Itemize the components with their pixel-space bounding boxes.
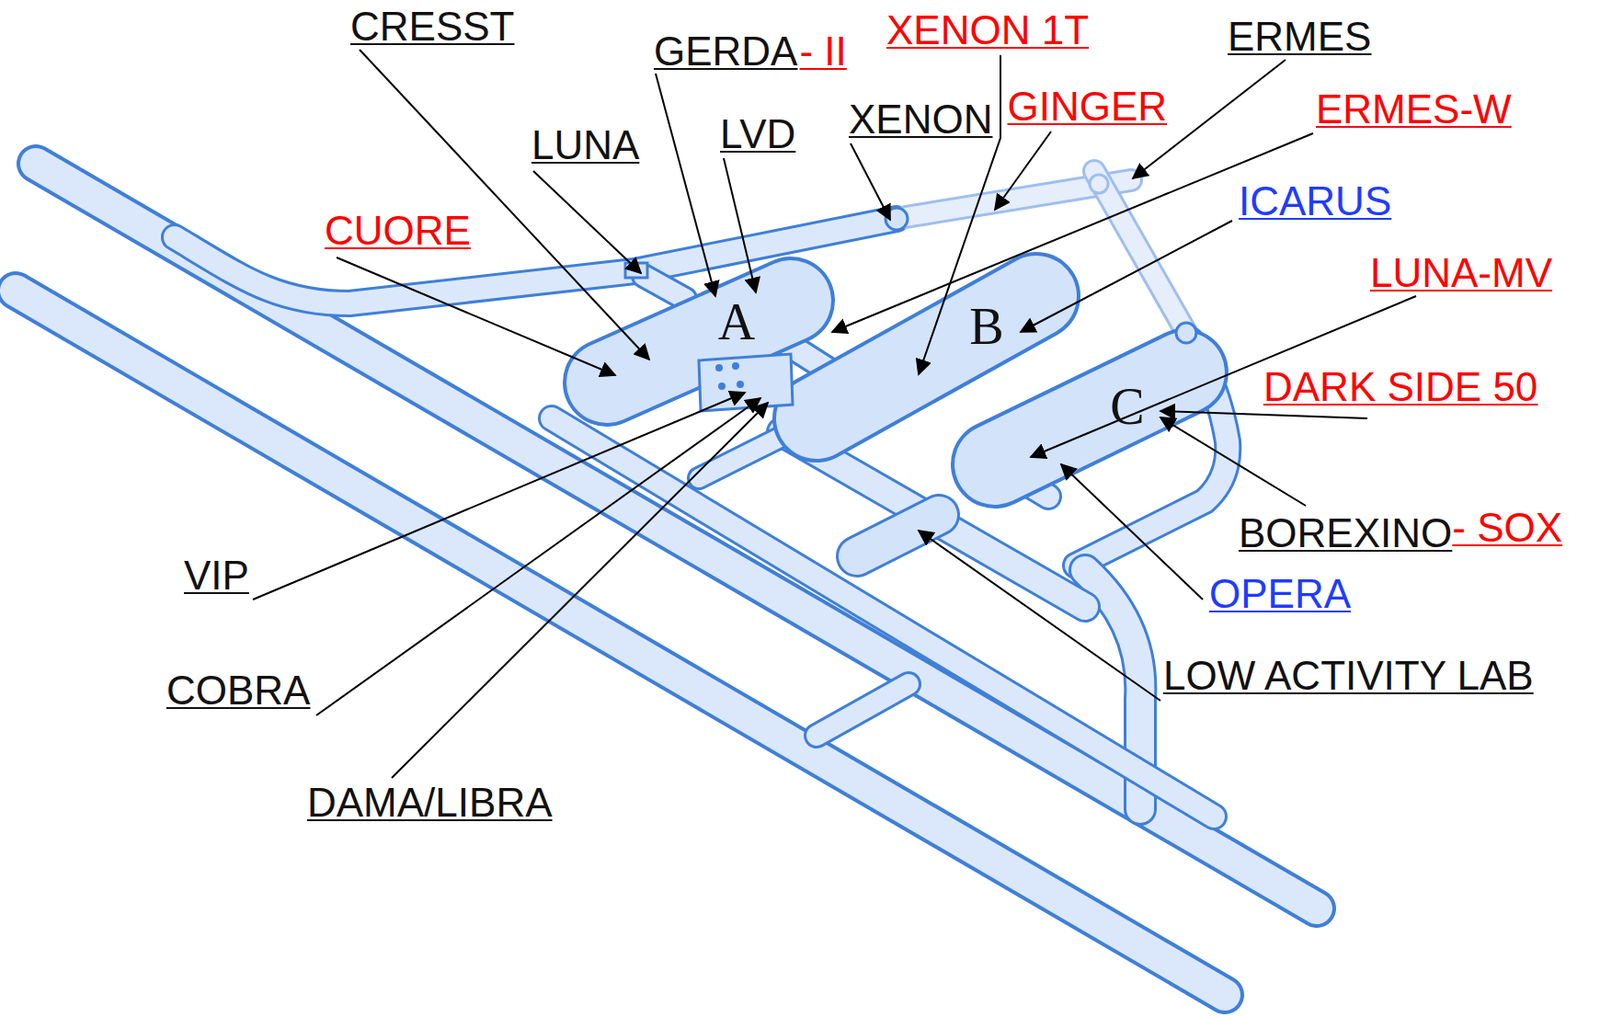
experiment-label: VIP bbox=[183, 555, 250, 596]
experiment-label: ERMES-W bbox=[1315, 89, 1512, 130]
experiment-label: ERMES bbox=[1227, 16, 1372, 58]
small-structures bbox=[625, 174, 1197, 412]
experiment-label: GERDA bbox=[653, 31, 798, 72]
experiment-label: DARK SIDE 50 bbox=[1263, 366, 1538, 408]
experiment-label: LUNA-MV bbox=[1370, 252, 1553, 294]
hall-node: B bbox=[965, 298, 1007, 355]
experiment-label: LVD bbox=[720, 114, 796, 155]
experiment-label: CUORE bbox=[324, 210, 471, 252]
hall-letter: C bbox=[1109, 380, 1144, 433]
experiment-label: OPERA bbox=[1209, 573, 1351, 615]
tunnels bbox=[15, 163, 1317, 995]
experiment-label: COBRA bbox=[166, 670, 310, 711]
experiment-label: CRESST bbox=[350, 6, 515, 47]
experiment-label: - SOX bbox=[1451, 507, 1563, 549]
experiment-label: BOREXINO bbox=[1238, 513, 1452, 554]
experiment-label: GINGER bbox=[1006, 86, 1167, 127]
hall-node: C bbox=[1106, 378, 1148, 435]
hall-letter: B bbox=[969, 300, 1004, 353]
experiment-label: - II bbox=[799, 31, 846, 72]
hall-node: A bbox=[714, 294, 759, 350]
experiment-label: LUNA bbox=[531, 125, 640, 166]
hall-letter: A bbox=[718, 296, 755, 348]
experiment-label: LOW ACTIVITY LAB bbox=[1163, 655, 1534, 697]
experiment-label: XENON 1T bbox=[886, 10, 1089, 51]
experiment-label: XENON bbox=[848, 99, 993, 140]
experiment-label: ICARUS bbox=[1238, 181, 1392, 222]
experiment-label: DAMA/LIBRA bbox=[307, 782, 553, 823]
